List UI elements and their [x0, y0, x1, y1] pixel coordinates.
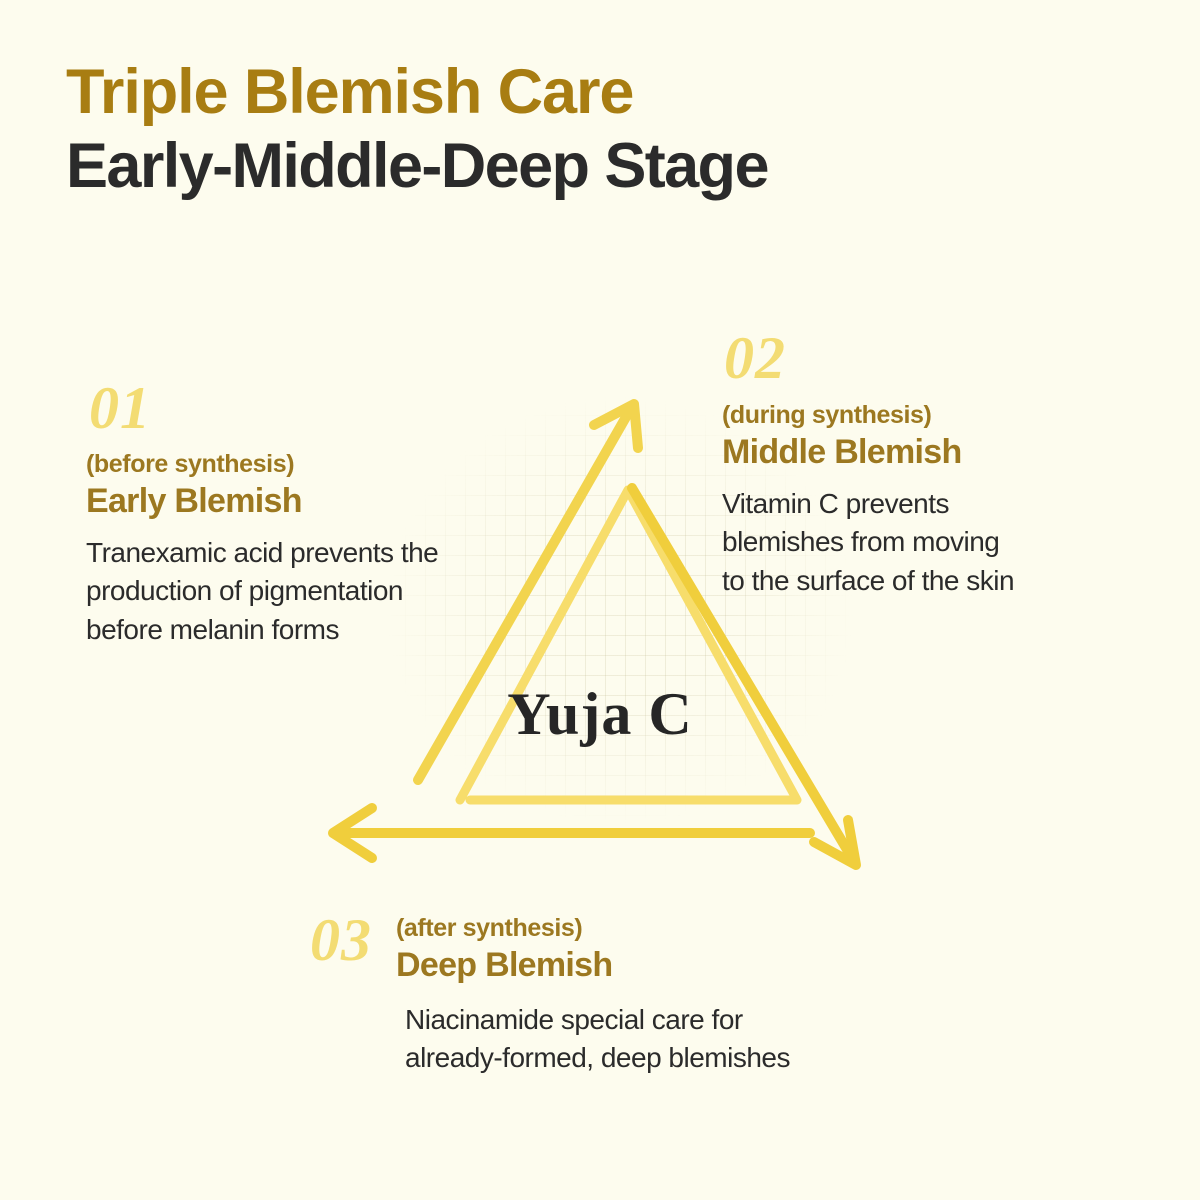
- stage-description-03: Niacinamide special care for already-for…: [405, 1003, 790, 1074]
- arrow-left-bottom-side: [328, 803, 815, 863]
- arrow-down-right-side: [627, 483, 861, 870]
- cycle-triangle-diagram: [300, 380, 910, 900]
- stage-timing-02: (during synthesis): [722, 401, 932, 429]
- stage-timing-03: (after synthesis): [396, 914, 583, 942]
- inner-triangle-outline: [455, 485, 802, 805]
- title-line-primary: Triple Blemish Care: [66, 57, 634, 127]
- stage-name-02: Middle Blemish: [722, 433, 962, 472]
- stage-name-01: Early Blemish: [86, 482, 302, 521]
- stage-block-deep: 03 (after synthesis) Deep Blemish Niacin…: [310, 908, 1010, 1078]
- stage-description-01: Tranexamic acid prevents the production …: [86, 536, 439, 645]
- stage-number-01: 01: [89, 375, 151, 441]
- stage-block-early: 01 (before synthesis) Early Blemish Tran…: [86, 378, 606, 650]
- stage-block-middle: 02 (during synthesis) Middle Blemish Vit…: [722, 328, 1142, 601]
- title-line-secondary: Early-Middle-Deep Stage: [66, 131, 769, 202]
- triangle-svg: [328, 399, 861, 870]
- stage-timing-01: (before synthesis): [86, 450, 295, 478]
- stage-name-03: Deep Blemish: [396, 946, 613, 985]
- page-title: Triple Blemish Care Early-Middle-Deep St…: [66, 58, 1126, 200]
- arrow-up-left-side: [413, 399, 643, 785]
- stage-number-03: 03: [310, 907, 372, 973]
- stage-number-02: 02: [724, 325, 786, 391]
- stage-description-02: Vitamin C prevents blemishes from moving…: [722, 487, 1015, 596]
